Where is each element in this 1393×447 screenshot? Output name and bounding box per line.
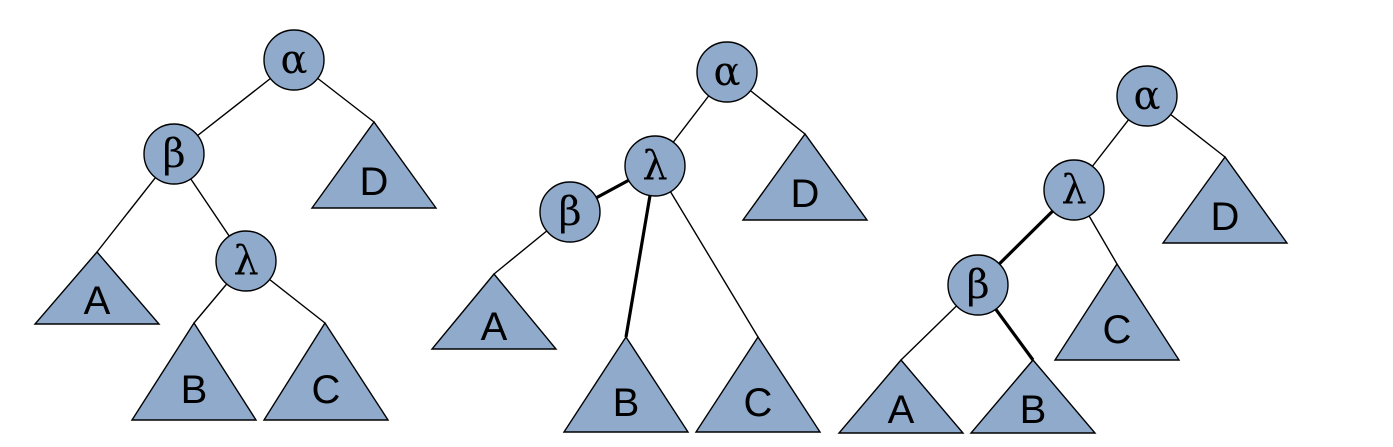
node-beta [143,123,205,185]
subtree-label-c: C [744,381,773,425]
node-beta [539,181,601,243]
subtree-triangle-d [1161,155,1289,244]
node-label-beta: β [966,262,989,308]
subtree-label-a: A [888,388,915,432]
subtree-label-b: B [613,381,640,425]
subtree-triangle-d [310,120,438,209]
node-alpha [1116,65,1178,127]
tree-1: A B C D α β λ [33,29,438,421]
node-beta [947,254,1009,316]
subtree-triangle-a [837,358,965,434]
node-label-lambda: λ [233,238,258,284]
subtree-label-c: C [312,368,341,412]
node-label-lambda: λ [1061,167,1086,213]
node-lambda [1043,159,1105,221]
node-label-alpha: α [280,37,307,83]
tree-2: A B C D α λ β [430,41,869,433]
node-label-beta: β [558,189,581,235]
subtree-label-a: A [84,279,111,323]
subtree-triangle-a [33,250,161,325]
subtree-label-d: D [360,160,389,204]
node-alpha [696,41,758,103]
subtree-label-a: A [481,305,508,349]
subtree-label-d: D [1211,195,1240,239]
node-lambda [624,135,686,197]
subtree-triangle-d [741,132,869,221]
node-label-alpha: α [1133,73,1160,119]
node-label-lambda: λ [642,143,667,189]
subtree-triangle-a [430,272,558,350]
subtree-triangle-c [1053,262,1181,361]
node-alpha [263,29,325,91]
tree-3: A B C D α λ β [837,65,1289,434]
subtree-triangle-c [262,321,390,421]
node-lambda [215,230,277,292]
subtree-label-b: B [1020,388,1047,432]
subtree-triangle-b [969,358,1097,434]
subtree-triangle-b [562,335,690,433]
subtree-label-c: C [1103,308,1132,352]
subtree-triangle-b [130,321,258,421]
subtree-label-b: B [181,368,208,412]
edge-lambda-c [654,165,759,338]
subtree-triangle-c [694,335,822,433]
subtree-label-d: D [791,172,820,216]
node-label-beta: β [162,131,185,177]
node-label-alpha: α [713,49,740,95]
